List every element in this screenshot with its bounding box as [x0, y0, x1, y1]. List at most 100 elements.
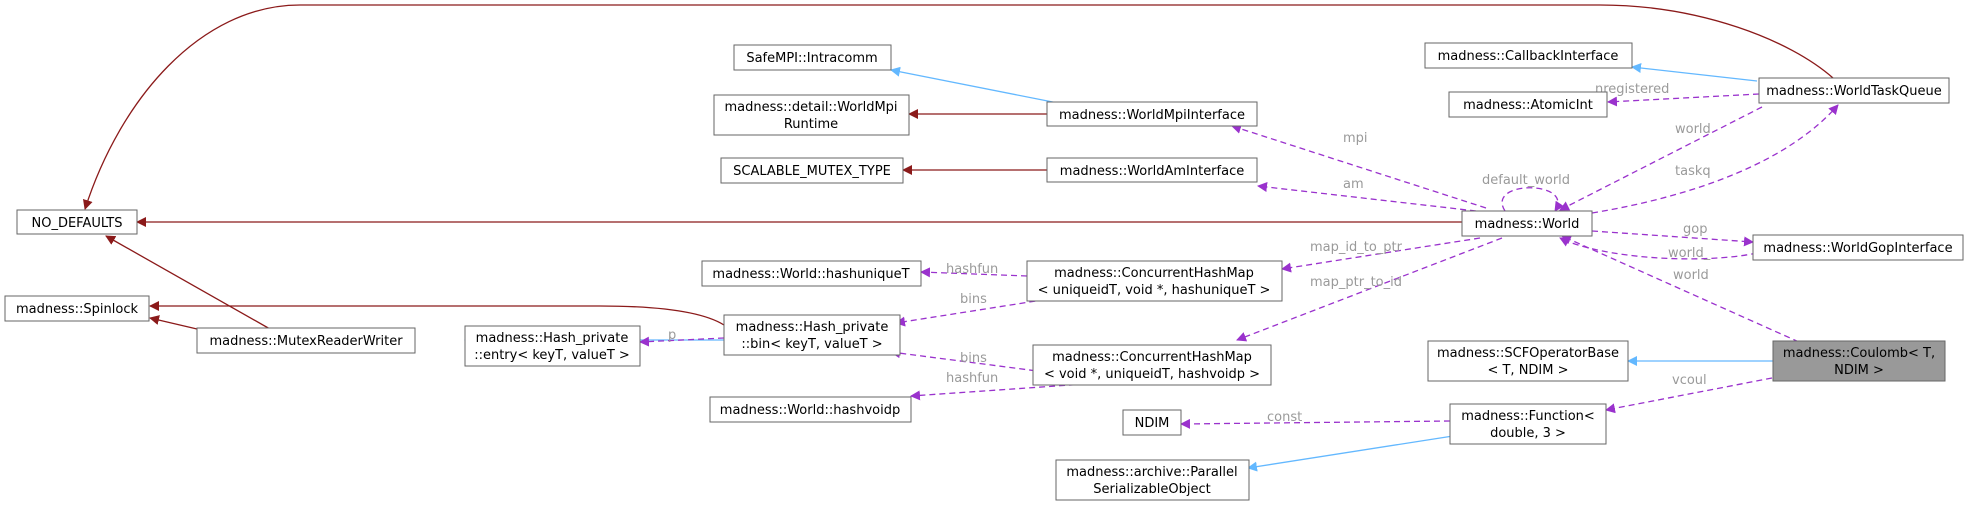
edge-label-gop: gop [1683, 222, 1707, 237]
node-label: < uniqueidT, void *, hashuniqueT > [1038, 283, 1271, 298]
edge-coulomb-to-world [1561, 235, 1809, 347]
node-label: madness::Hash_private [736, 320, 889, 335]
edge-label-p: p [668, 328, 676, 343]
node-label: madness::ConcurrentHashMap [1054, 266, 1254, 281]
node-label: madness::WorldAmInterface [1060, 164, 1244, 179]
node-hash-private-bin[interactable]: madness::Hash_private ::bin< keyT, value… [723, 314, 901, 356]
node-label: double, 3 > [1490, 426, 1566, 441]
edge-world-to-worldam [1257, 182, 1477, 212]
edge-label-world-coulomb: world [1673, 268, 1709, 283]
node-label: madness::SCFOperatorBase [1437, 346, 1619, 361]
edge-coulomb-to-function [1605, 377, 1773, 414]
edge-world-to-world [1501, 187, 1565, 212]
edge-label-vcoul: vcoul [1672, 373, 1707, 388]
edge-function-to-ndim [1180, 418, 1451, 429]
edge-taskq-to-atomicint [1607, 93, 1760, 107]
node-label: madness::WorldTaskQueue [1766, 84, 1941, 99]
node-label: madness::World::hashvoidp [720, 403, 900, 418]
node-label: madness::detail::WorldMpi [724, 100, 897, 115]
edge-label-taskq: taskq [1675, 164, 1711, 179]
node-atomic-int[interactable]: madness::AtomicInt [1448, 91, 1608, 118]
node-callback-interface[interactable]: madness::CallbackInterface [1424, 42, 1633, 69]
edge-function-to-archive [1247, 435, 1454, 472]
edge-taskq-to-nodefaults [82, 4, 1834, 210]
edge-chmvoid-to-hashvoidp [910, 383, 1086, 401]
node-mutex-reader-writer[interactable]: madness::MutexReaderWriter [196, 327, 416, 354]
node-label: madness::AtomicInt [1463, 98, 1593, 113]
node-scf-operator-base[interactable]: madness::SCFOperatorBase < T, NDIM > [1427, 340, 1629, 382]
node-label: madness::CallbackInterface [1438, 49, 1619, 64]
node-world[interactable]: madness::World [1461, 210, 1593, 237]
edge-mutexrw-to-spinlock [149, 315, 198, 330]
edge-world-to-chmunique [1281, 237, 1481, 273]
node-label: madness::Coulomb< T, [1783, 346, 1935, 361]
edge-label-default-world: default_world [1482, 173, 1570, 188]
node-safempi-intracomm[interactable]: SafeMPI::Intracomm [733, 44, 892, 71]
edge-world-to-taskq [1591, 104, 1839, 214]
node-label: madness::World [1475, 217, 1580, 232]
node-world-am-interface[interactable]: madness::WorldAmInterface [1046, 157, 1258, 183]
node-label: Runtime [784, 117, 838, 132]
edge-label-map-ptr-to-id: map_ptr_to_id [1310, 275, 1402, 290]
edge-label-am: am [1343, 177, 1364, 192]
node-scalable-mutex-type[interactable]: SCALABLE_MUTEX_TYPE [720, 157, 904, 184]
node-label: madness::archive::Parallel [1066, 465, 1237, 480]
edge-chmvoid-to-hpbin [890, 348, 1046, 373]
edge-label-hashfun-unique: hashfun [946, 262, 998, 277]
node-hashuniquet[interactable]: madness::World::hashuniqueT [701, 260, 922, 287]
node-hash-private-entry[interactable]: madness::Hash_private ::entry< keyT, val… [464, 325, 641, 367]
edge-label-hashfun-void: hashfun [946, 371, 998, 386]
node-label: NO_DEFAULTS [31, 216, 122, 231]
edge-world-to-gop [1591, 230, 1754, 247]
node-parallel-serializable-object[interactable]: madness::archive::Parallel SerializableO… [1055, 459, 1250, 501]
node-label: madness::ConcurrentHashMap [1052, 350, 1252, 365]
node-ndim[interactable]: NDIM [1122, 409, 1182, 436]
edge-taskq-to-callback [1631, 63, 1758, 82]
node-no-defaults[interactable]: NO_DEFAULTS [16, 209, 138, 235]
node-label: madness::Spinlock [16, 302, 138, 317]
node-hashvoidp[interactable]: madness::World::hashvoidp [709, 396, 912, 423]
node-label: madness::MutexReaderWriter [209, 334, 403, 349]
edge-worldmpi-to-safempi [890, 66, 1074, 107]
node-worldmpi-runtime[interactable]: madness::detail::WorldMpi Runtime [713, 94, 910, 136]
edge-chmunique-to-hpbin [895, 297, 1056, 327]
edge-label-world: world [1675, 122, 1711, 137]
edge-label-bins-void: bins [960, 351, 987, 366]
edge-label-map-id-to-ptr: map_id_to_ptr [1310, 240, 1403, 255]
node-label: madness::Hash_private [476, 331, 629, 346]
edge-chmunique-to-hashuniquet [920, 267, 1028, 278]
node-label: SafeMPI::Intracomm [746, 51, 877, 66]
node-world-task-queue[interactable]: madness::WorldTaskQueue [1758, 77, 1950, 104]
node-label: madness::World::hashuniqueT [712, 267, 909, 282]
node-label: madness::WorldMpiInterface [1059, 108, 1245, 123]
node-label: NDIM [1135, 416, 1170, 431]
node-concurrent-hashmap-void[interactable]: madness::ConcurrentHashMap < void *, uni… [1032, 344, 1272, 386]
edge-hpbin-to-hpentry [639, 336, 725, 347]
node-world-mpi-interface[interactable]: madness::WorldMpiInterface [1046, 101, 1258, 127]
node-label: SerializableObject [1093, 482, 1210, 497]
edge-mutexrw-to-nodefaults [105, 235, 271, 330]
node-spinlock[interactable]: madness::Spinlock [4, 295, 150, 322]
edge-hpbin-to-spinlock [149, 301, 725, 326]
node-label: madness::WorldGopInterface [1763, 241, 1952, 256]
node-label: ::entry< keyT, valueT > [474, 348, 630, 363]
node-concurrent-hashmap-unique[interactable]: madness::ConcurrentHashMap < uniqueidT, … [1026, 260, 1283, 302]
edge-label-bins-unique: bins [960, 292, 987, 307]
node-function[interactable]: madness::Function< double, 3 > [1449, 403, 1607, 445]
node-coulomb[interactable]: madness::Coulomb< T, NDIM > [1772, 340, 1946, 382]
node-label: NDIM > [1834, 363, 1884, 378]
node-label: madness::Function< [1461, 409, 1595, 424]
edge-label-world-underscore: world_ [1668, 246, 1711, 261]
node-label: SCALABLE_MUTEX_TYPE [733, 164, 891, 179]
node-label: ::bin< keyT, valueT > [741, 337, 882, 352]
edge-world-to-worldmpi [1231, 124, 1487, 209]
edge-gop-to-world [1559, 237, 1758, 260]
edge-label-nregistered: nregistered [1595, 82, 1669, 97]
edge-label-mpi: mpi [1343, 131, 1368, 146]
edge-label-const: const [1267, 410, 1302, 425]
edge-taskq-to-world [1559, 106, 1763, 211]
node-label: < void *, uniqueidT, hashvoidp > [1044, 367, 1260, 382]
node-label: < T, NDIM > [1487, 363, 1568, 378]
node-world-gop-interface[interactable]: madness::WorldGopInterface [1752, 234, 1964, 261]
